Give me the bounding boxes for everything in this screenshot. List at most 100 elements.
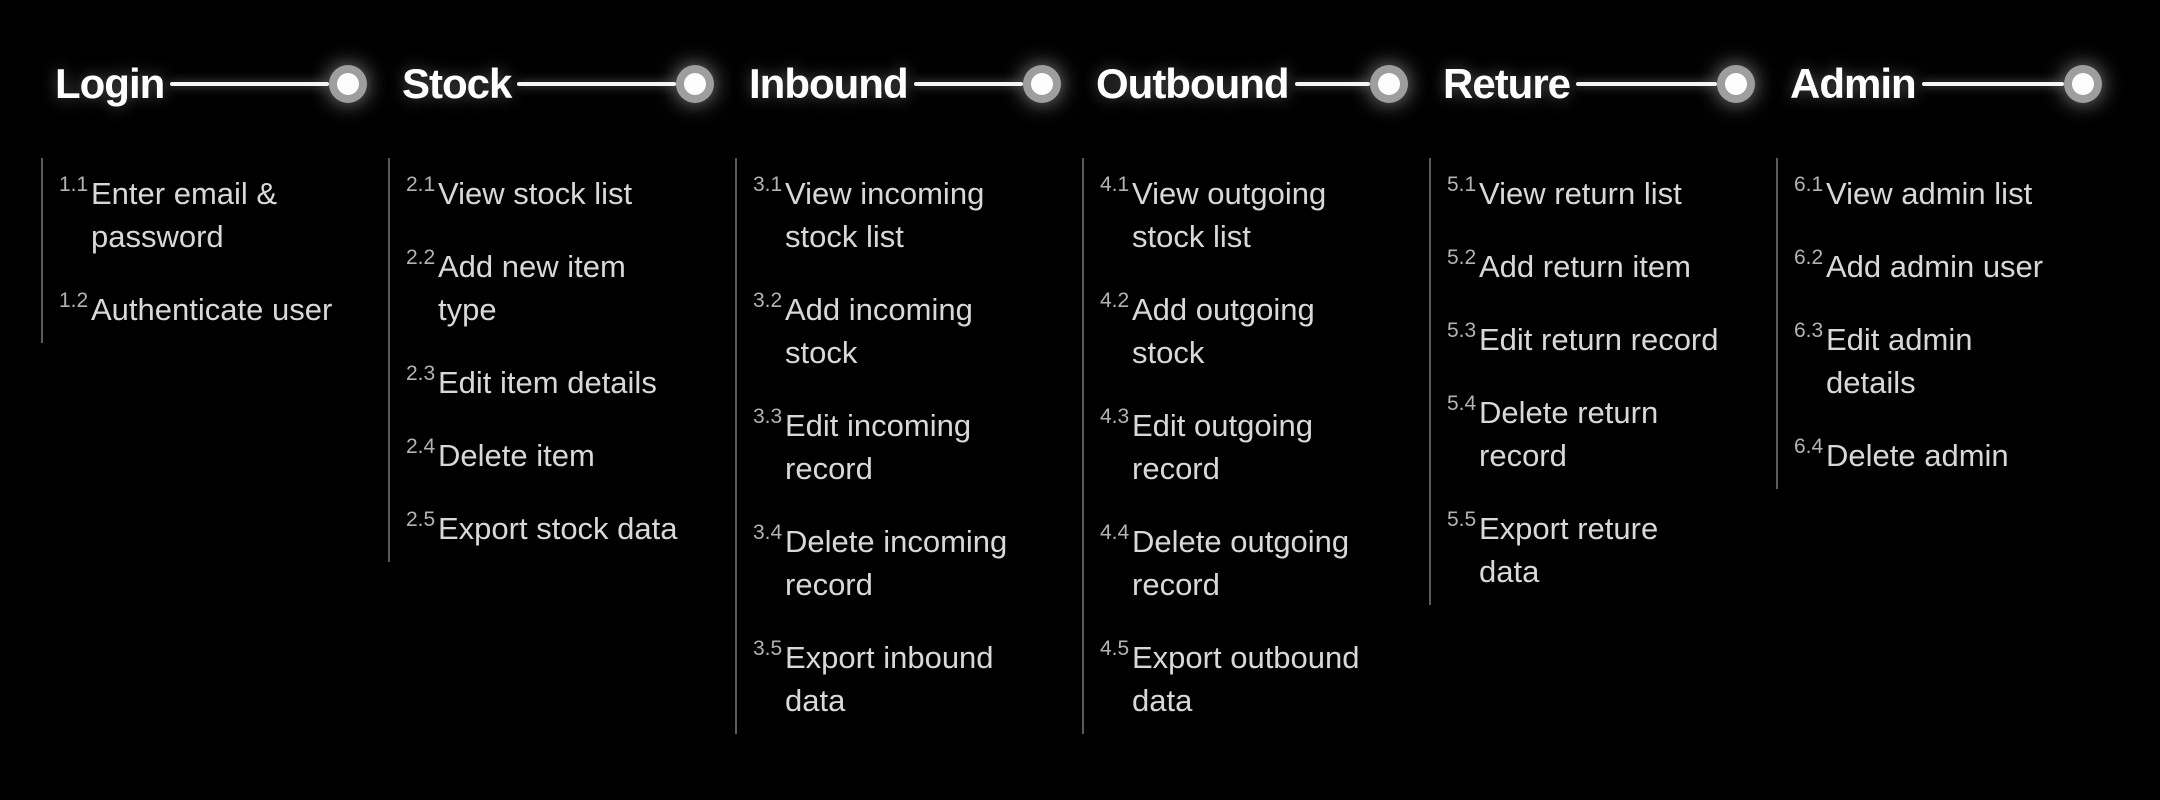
task-item: 3.3 Edit incoming record <box>753 404 1061 490</box>
connector-line <box>517 82 676 86</box>
task-label: Edit admin details <box>1826 322 1973 400</box>
task-item: 5.3 Edit return record <box>1447 318 1755 361</box>
task-label: View return list <box>1479 176 1682 211</box>
connector-line <box>913 82 1023 86</box>
task-label: Edit incoming record <box>785 408 972 486</box>
timeline-node-icon <box>2064 65 2102 103</box>
task-item: 5.2 Add return item <box>1447 245 1755 288</box>
task-label: Edit return record <box>1479 322 1719 357</box>
task-label: Add return item <box>1479 249 1691 284</box>
column-header: Admin <box>1790 60 2102 107</box>
task-number: 5.1 <box>1447 173 1477 196</box>
workflow-column: Login 1.1 Enter email & password 1.2 Aut… <box>41 60 367 800</box>
column-title: Reture <box>1443 60 1571 107</box>
task-label: View incoming stock list <box>785 176 985 254</box>
task-number: 6.4 <box>1794 435 1824 458</box>
task-item: 2.3 Edit item details <box>406 361 714 404</box>
task-label: Delete admin <box>1826 438 2009 473</box>
task-label: Delete return record <box>1479 395 1659 473</box>
task-label: Export stock data <box>438 511 678 546</box>
task-item: 6.1 View admin list <box>1794 172 2102 215</box>
timeline-node-icon <box>1717 65 1755 103</box>
task-number: 2.2 <box>406 246 436 269</box>
column-title: Inbound <box>749 60 909 107</box>
task-number: 4.4 <box>1100 521 1130 544</box>
task-list: 2.1 View stock list 2.2 Add new item typ… <box>388 158 714 562</box>
task-list: 5.1 View return list 5.2 Add return item… <box>1429 158 1755 605</box>
task-item: 1.2 Authenticate user <box>59 288 367 331</box>
timeline-node-core-icon <box>1378 73 1400 95</box>
workflow-column: Outbound 4.1 View outgoing stock list 4.… <box>1082 60 1408 800</box>
task-item: 4.1 View outgoing stock list <box>1100 172 1408 258</box>
task-item: 2.4 Delete item <box>406 434 714 477</box>
task-number: 5.4 <box>1447 392 1477 415</box>
column-title: Outbound <box>1096 60 1290 107</box>
task-item: 3.5 Export inbound data <box>753 636 1061 722</box>
task-item: 6.4 Delete admin <box>1794 434 2102 477</box>
timeline-node-icon <box>1023 65 1061 103</box>
connector-line <box>170 82 329 86</box>
task-list: 1.1 Enter email & password 1.2 Authentic… <box>41 158 367 343</box>
column-header: Stock <box>402 60 714 107</box>
timeline-node-core-icon <box>337 73 359 95</box>
task-label: Enter email & password <box>91 176 278 254</box>
column-header: Inbound <box>749 60 1061 107</box>
task-label: Export reture data <box>1479 511 1659 589</box>
connector-line <box>1294 82 1370 86</box>
task-label: Authenticate user <box>91 292 333 327</box>
task-number: 4.1 <box>1100 173 1130 196</box>
timeline-node-icon <box>1370 65 1408 103</box>
column-header: Outbound <box>1096 60 1408 107</box>
task-number: 1.1 <box>59 173 89 196</box>
task-label: Add new item type <box>438 249 626 327</box>
task-label: Export outbound data <box>1132 640 1360 718</box>
task-item: 5.5 Export reture data <box>1447 507 1755 593</box>
timeline-node-core-icon <box>1725 73 1747 95</box>
task-label: Add admin user <box>1826 249 2044 284</box>
task-number: 3.1 <box>753 173 783 196</box>
task-number: 3.4 <box>753 521 783 544</box>
task-number: 2.4 <box>406 435 436 458</box>
task-item: 6.3 Edit admin details <box>1794 318 2102 404</box>
workflow-column: Reture 5.1 View return list 5.2 Add retu… <box>1429 60 1755 800</box>
task-number: 6.2 <box>1794 246 1824 269</box>
column-title: Login <box>55 60 165 107</box>
timeline-node-core-icon <box>2072 73 2094 95</box>
task-number: 6.3 <box>1794 319 1824 342</box>
task-number: 1.2 <box>59 289 89 312</box>
task-number: 2.5 <box>406 508 436 531</box>
task-number: 3.5 <box>753 637 783 660</box>
task-number: 4.3 <box>1100 405 1130 428</box>
task-item: 4.5 Export outbound data <box>1100 636 1408 722</box>
task-number: 5.3 <box>1447 319 1477 342</box>
task-item: 5.4 Delete return record <box>1447 391 1755 477</box>
task-item: 2.1 View stock list <box>406 172 714 215</box>
task-number: 4.2 <box>1100 289 1130 312</box>
task-item: 2.5 Export stock data <box>406 507 714 550</box>
timeline-node-icon <box>329 65 367 103</box>
task-list: 3.1 View incoming stock list 3.2 Add inc… <box>735 158 1061 734</box>
task-label: View admin list <box>1826 176 2033 211</box>
task-number: 3.2 <box>753 289 783 312</box>
workflow-column: Admin 6.1 View admin list 6.2 Add admin … <box>1776 60 2102 800</box>
column-header: Reture <box>1443 60 1755 107</box>
task-label: Edit item details <box>438 365 657 400</box>
task-number: 6.1 <box>1794 173 1824 196</box>
task-item: 6.2 Add admin user <box>1794 245 2102 288</box>
task-label: Export inbound data <box>785 640 994 718</box>
task-item: 4.3 Edit outgoing record <box>1100 404 1408 490</box>
timeline-node-core-icon <box>684 73 706 95</box>
column-title: Stock <box>402 60 512 107</box>
task-item: 4.4 Delete outgoing record <box>1100 520 1408 606</box>
task-list: 4.1 View outgoing stock list 4.2 Add out… <box>1082 158 1408 734</box>
column-header: Login <box>55 60 367 107</box>
workflow-column: Stock 2.1 View stock list 2.2 Add new it… <box>388 60 714 800</box>
task-item: 3.2 Add incoming stock <box>753 288 1061 374</box>
task-number: 2.3 <box>406 362 436 385</box>
task-label: View stock list <box>438 176 633 211</box>
task-label: Delete outgoing record <box>1132 524 1350 602</box>
task-label: View outgoing stock list <box>1132 176 1327 254</box>
task-number: 4.5 <box>1100 637 1130 660</box>
column-title: Admin <box>1790 60 1917 107</box>
task-number: 3.3 <box>753 405 783 428</box>
